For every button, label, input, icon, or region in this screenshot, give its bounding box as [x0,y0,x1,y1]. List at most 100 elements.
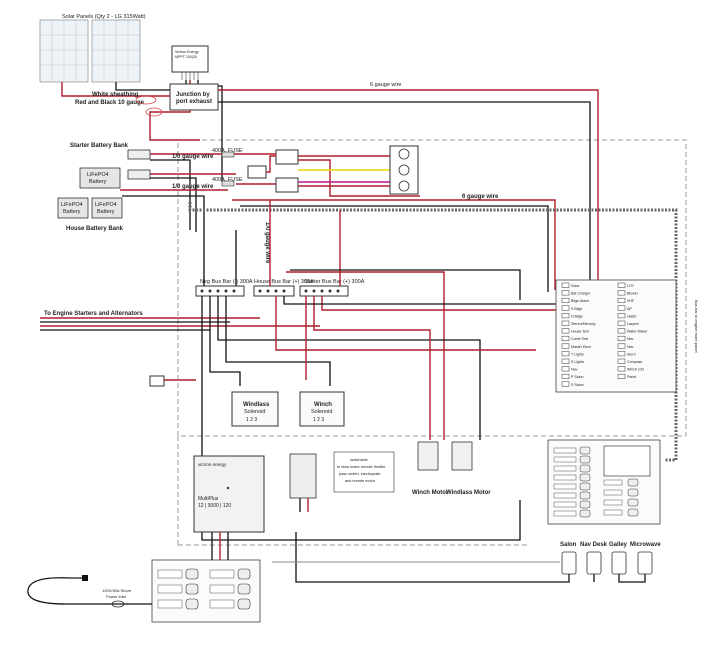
shore-breaker-label-plate [157,584,183,594]
shore-breaker-label-plate [209,584,235,594]
dc-breaker [617,366,626,372]
winch-motor [417,441,439,471]
dc-breaker [617,297,626,303]
ac-breaker-label-plate [603,499,623,506]
starter-bus-label: Starter Bus Bar (+) 300A [304,279,365,285]
inverter-model-2: 12 | 3000 | 120 [198,503,231,509]
winch-solenoid [299,391,345,427]
windlass-motor-label: Windlass Motor [446,490,491,496]
windlass-motor [451,441,473,471]
ac-panel-breakers [553,446,639,518]
shore-breaker-label-plate [157,569,183,579]
shore-breaker-switch [185,568,199,580]
junction-label-2: port exhaust [176,99,212,105]
dc-breaker [561,373,570,379]
dc-breaker-label: S Salon [571,383,584,387]
windlass-solenoid [231,391,279,427]
dc-breaker [617,335,626,341]
starter-battery [127,149,151,160]
ac-breaker-switch [579,482,591,491]
compartment-outline [177,139,687,437]
dc-breaker [561,343,570,349]
wire-label-1-0-b: 1/0 gauge wire [172,184,214,190]
ac-breaker-label-plate [603,489,623,496]
lifepo-2-label-b: Battery [63,209,81,215]
fuse-1 [221,151,235,158]
ac-breaker-label-plate [553,501,577,508]
dc-breaker-label: P Salon [571,375,584,379]
ac-breaker-switch [579,473,591,482]
shore-breaker-switch [237,583,251,595]
windlass-solenoid-pins: 1 2 3 [246,417,257,423]
starter-battery-2 [127,169,151,180]
dc-breaker [561,320,570,326]
dc-breaker [617,373,626,379]
dc-breaker-label: Nav [627,345,634,349]
dc-breaker [561,313,570,319]
dc-breaker [561,305,570,311]
dc-breaker [561,358,570,364]
dc-breaker-label: Solar [571,284,580,288]
dc-breaker [617,328,626,334]
dc-breaker-label: LTG [627,284,634,288]
dc-breaker [617,358,626,364]
shore-breaker-label-plate [157,599,183,609]
dc-breaker [561,381,570,387]
sheathing-label-1: White sheathing [92,92,139,98]
dc-breaker [617,290,626,296]
outlet-label-salon: Salon [560,542,577,548]
fuse-2 [221,180,235,187]
dc-breaker-label: T Lights [571,352,584,356]
starter-bank-label: Starter Battery Bank [70,143,129,149]
shore-breaker-label-plate [209,569,235,579]
remote-note-1: switchable [350,458,368,462]
ac-breaker-switch [627,488,639,497]
lifepo-battery-1 [79,167,121,189]
wire-label-1-0-vertical: 1/0 gauge wire [264,222,270,264]
wire-label-6ga-mid: 6 gauge wire [462,194,499,200]
ac-breaker-label-plate [553,483,577,490]
inverter-model-1: MultiPlus [198,496,219,502]
lifepo-1-label: LiFePO4 [87,172,109,178]
ac-breaker-label-plate [553,474,577,481]
dc-breaker-label: Winch Ctrl [627,368,644,372]
remote-note-4: and remote motor [345,479,376,483]
dc-breaker [561,335,570,341]
shore-breaker-switch [237,598,251,610]
dc-breaker [561,297,570,303]
ac-breaker-switch [579,509,591,518]
right-vertical-label: Bus bar to engine room panel [694,300,699,353]
remote-controller [289,453,317,499]
dc-breaker [617,305,626,311]
junction-label-1: Junction by [176,92,210,98]
dc-breaker-label: Master Elect [571,345,591,349]
dc-breaker-label: S Lights [571,360,584,364]
shore-panel-breakers [157,568,251,610]
shore-power-cord [27,577,152,605]
remote-note-3: pass switch, electroplate [339,472,380,476]
windlass-solenoid-title: Windlass [243,402,270,408]
sheathing-label-2: Red and Black 10 gauge [75,100,145,106]
ac-breaker-switch [579,446,591,455]
battery-switch-1 [247,165,267,179]
cable-gland-1 [135,95,157,105]
dc-breaker-label: House Test [571,330,589,334]
ac-breaker-switch [627,478,639,487]
remote-note-2: to stow motor remote throttle [337,465,385,469]
solar-panel-grid [40,20,140,82]
shore-breaker-label-plate [209,599,235,609]
starter-bus-bar [299,285,349,297]
lifepo-battery-3 [91,197,123,219]
wire-label-1-0-a: 1/0 gauge wire [172,154,214,160]
battery-switch-3 [275,177,299,193]
outlet-label-galley: Galley [609,542,628,548]
dc-breaker-label: Bilge Alarm [571,299,589,303]
controller-label-1: Victron Energy [175,50,199,54]
shore-inlet [111,600,125,608]
dc-breaker [617,320,626,326]
dc-breaker [561,366,570,372]
ac-breaker-label-plate [553,465,577,472]
to-engine-label: To Engine Starters and Alternators [44,311,143,317]
shore-breaker-switch [185,583,199,595]
